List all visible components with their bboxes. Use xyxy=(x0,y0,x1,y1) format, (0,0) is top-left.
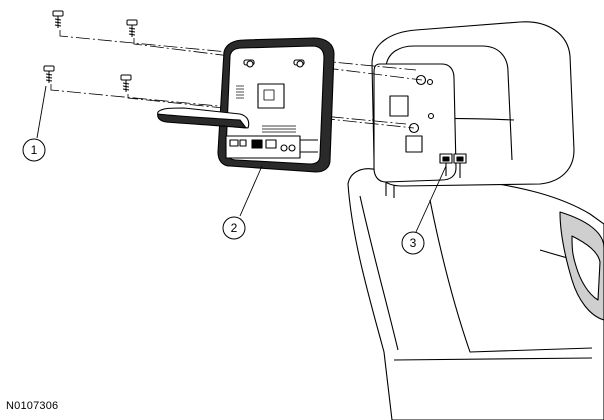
panel-screw-boss xyxy=(408,122,420,134)
panel-hole xyxy=(427,112,435,120)
callout-2: 2 xyxy=(222,165,263,240)
seat-back-contour xyxy=(429,199,593,353)
screw-icon xyxy=(52,10,64,28)
panel-hole xyxy=(426,78,434,86)
mounting-panel xyxy=(373,63,457,183)
panel-recess xyxy=(389,95,409,117)
panel-slot xyxy=(405,135,423,153)
seat-back xyxy=(347,168,604,420)
callout-2-label: 2 xyxy=(231,221,238,235)
screw-icon xyxy=(126,19,138,37)
seat-back-contour xyxy=(359,195,399,351)
callout-3: 3 xyxy=(401,165,447,255)
vent-grille xyxy=(262,125,296,133)
screws xyxy=(43,10,138,92)
vent-grille xyxy=(236,85,244,99)
seat-bolster-inner xyxy=(571,235,601,301)
headrest-rim xyxy=(385,45,513,161)
seat-back-contour xyxy=(393,357,593,361)
seat-assembly xyxy=(347,21,604,420)
callout-1-label: 1 xyxy=(31,143,38,157)
figure-code: N0107306 xyxy=(6,400,59,412)
mount-boss xyxy=(246,60,254,68)
screw-icon xyxy=(43,65,55,83)
callout-3-label: 3 xyxy=(410,236,417,250)
screw-icon xyxy=(120,74,132,92)
monitor-assembly xyxy=(157,37,335,173)
mount-boss xyxy=(296,60,304,68)
callout-1: 1 xyxy=(22,85,47,162)
